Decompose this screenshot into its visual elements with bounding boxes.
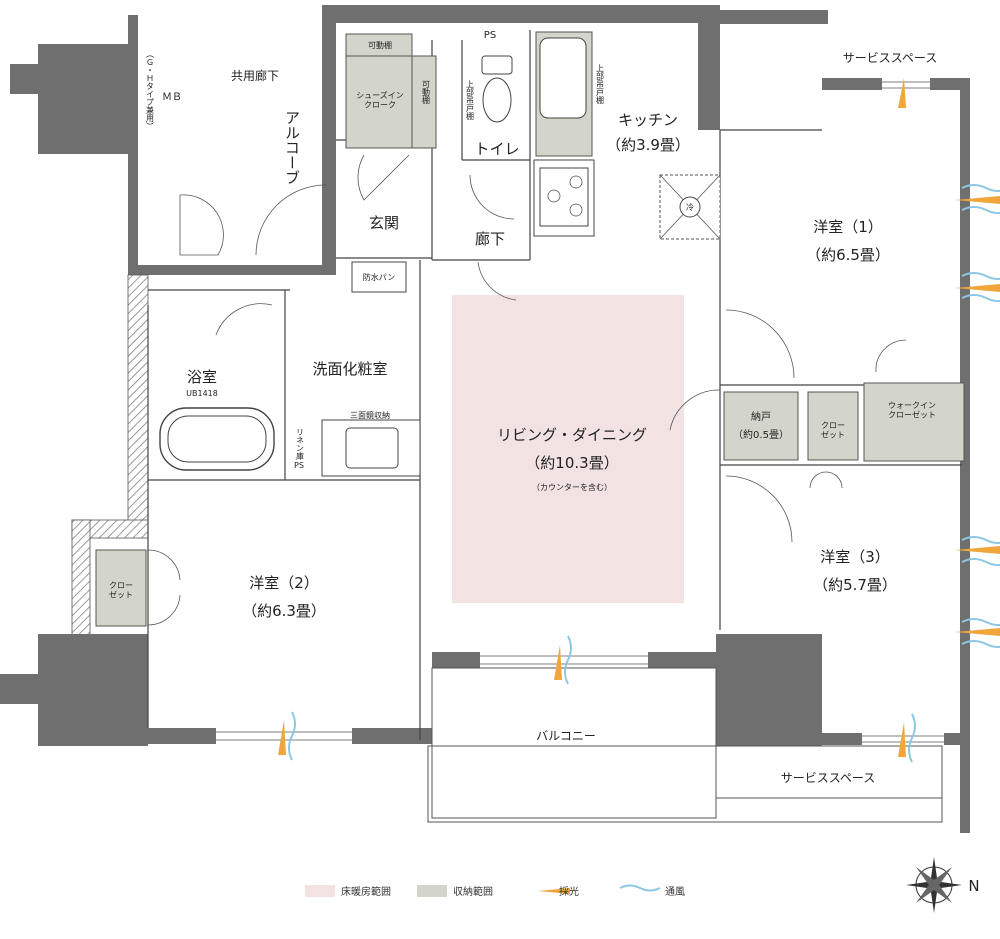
kitchen-size-label: （約3.9畳）: [606, 136, 690, 154]
legend-daylight: 採光: [559, 883, 579, 898]
legend-storage: 収納範囲: [417, 883, 493, 898]
kitchen-label: キッチン: [618, 111, 678, 129]
toilet-label: トイレ: [474, 140, 519, 158]
walkin-label: ウォークインクローゼット: [888, 401, 936, 420]
bath-unit-label: UB1418: [186, 389, 218, 398]
living-label: リビング・ダイニング: [497, 426, 647, 444]
bathtub-icon: [159, 407, 275, 471]
storeroom-label: 納戸: [751, 410, 771, 423]
common-corridor-label: 共用廊下: [231, 68, 279, 83]
entrance-label: 玄関: [369, 214, 399, 232]
storage-areas: [95, 31, 965, 627]
living-size-label: （約10.3畳）: [525, 454, 618, 472]
compass-icon: N: [906, 857, 980, 913]
western3-label: 洋室（3）: [820, 548, 890, 566]
door-swings: [147, 154, 907, 626]
western2-label: 洋室（2）: [249, 574, 319, 592]
closet-mid-label: クローゼット: [821, 421, 845, 440]
upper-cabinet-left-label: 上部吊戸棚: [466, 80, 475, 121]
western2-size-label: （約6.3畳）: [242, 602, 326, 620]
kitchen-counter: [533, 37, 595, 237]
daylight-legend-icon: [538, 888, 570, 894]
western1-label: 洋室（1）: [813, 218, 883, 236]
washroom-label: 洗面化粧室: [312, 360, 387, 378]
legend-floor-heating: 床暖房範囲: [305, 883, 391, 898]
legend-icons: [538, 884, 661, 894]
balcony-outline: [427, 667, 943, 823]
room-labels: 共用廊下 ＭＢ （Ｇ・Ｈタイプ兼用） アルコーブ PS 可動棚 シューズインクロ…: [109, 30, 937, 785]
waterproof-pan-label: 防水パン: [363, 272, 395, 282]
linen-label: リネン庫: [296, 428, 305, 461]
upper-cabinet-right-label: 上部吊戸棚: [596, 64, 605, 105]
ps-top-label: PS: [484, 30, 496, 41]
alcove-label: アルコーブ: [283, 110, 301, 185]
living-note-label: （カウンターを含む）: [532, 482, 612, 492]
closet-left-label: クローゼット: [109, 581, 133, 600]
bath-label: 浴室: [187, 368, 217, 386]
storage-swatch: [417, 884, 447, 897]
legend-ventilation-label: 通風: [665, 887, 685, 898]
ps-bath-label: PS: [294, 461, 304, 470]
daylight-arrows: [278, 78, 1000, 757]
washbasin-icon: [321, 419, 421, 477]
mb-label: ＭＢ: [162, 92, 182, 103]
legend-ventilation: 通風: [665, 883, 685, 898]
fridge-label: 冷: [686, 202, 694, 212]
western3-size-label: （約5.7畳）: [813, 576, 897, 594]
floor-heating-area: [452, 295, 684, 603]
shoes-in-movable-label: 可動棚: [368, 40, 392, 50]
shoes-in-movable2-label: 可動棚: [422, 80, 431, 105]
legend-daylight-label: 採光: [559, 887, 579, 898]
walls: [0, 5, 970, 833]
western1-size-label: （約6.5畳）: [806, 246, 890, 264]
legend: 床暖房範囲 収納範囲 採光 通風: [305, 883, 685, 898]
compass-north-label: N: [968, 877, 979, 895]
mb-note-label: （Ｇ・Ｈタイプ兼用）: [146, 50, 155, 130]
storeroom-size-label: （約0.5畳）: [733, 428, 789, 441]
service-space-top-label: サービススペース: [843, 51, 938, 65]
mirror-storage-label: 三面鏡収納: [350, 410, 390, 420]
hallway-label: 廊下: [475, 230, 505, 248]
service-space-bottom-label: サービススペース: [781, 771, 876, 785]
shoes-in-label: シューズインクローク: [356, 90, 404, 110]
toilet-icon: [481, 55, 513, 123]
legend-storage-label: 収納範囲: [453, 887, 493, 898]
ventilation-marks: [288, 184, 1000, 763]
fridge-icon: 冷: [659, 174, 721, 240]
legend-floor-heating-label: 床暖房範囲: [341, 887, 391, 898]
floor-heating-swatch: [305, 884, 335, 897]
waterproof-pan-icon: [351, 261, 407, 293]
balcony-label: バルコニー: [536, 729, 596, 743]
ventilation-legend-icon: [619, 884, 661, 892]
